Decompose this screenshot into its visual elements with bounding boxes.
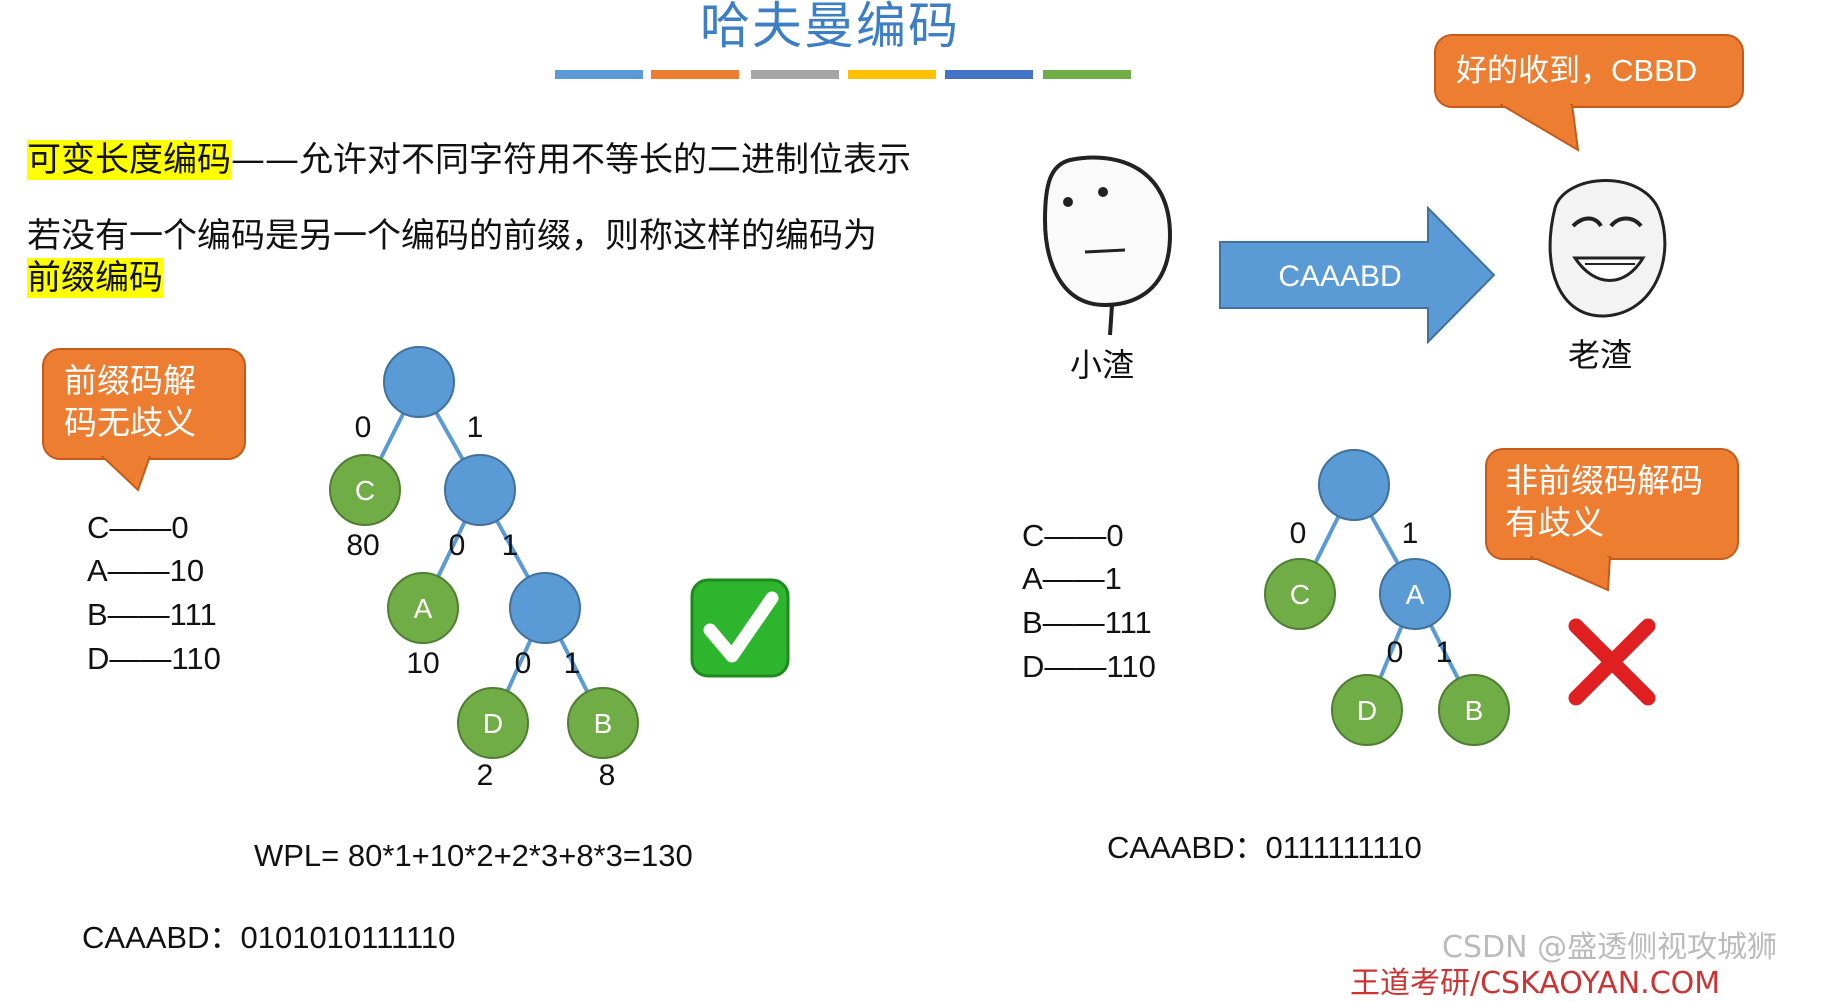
weight-label: 10 bbox=[406, 647, 439, 680]
arrow-text: CAAABD bbox=[1278, 260, 1401, 293]
tree-nodes bbox=[329, 346, 639, 759]
code-row: D——110 bbox=[1022, 649, 1156, 684]
leaf-node-d bbox=[1331, 674, 1403, 746]
left-huffman-tree: C A D B 0 1 0 1 0 1 80 10 2 8 bbox=[329, 346, 639, 792]
weight-label: 80 bbox=[346, 529, 379, 562]
weight-label: 8 bbox=[599, 759, 616, 792]
code-row: A——1 bbox=[1022, 561, 1122, 596]
edge-label: 0 bbox=[1290, 517, 1307, 550]
laughing-face-icon bbox=[1548, 179, 1667, 318]
edge-label: 1 bbox=[502, 529, 519, 562]
node-label: D bbox=[1357, 695, 1377, 726]
node-label: A bbox=[414, 593, 433, 624]
edge-label: 1 bbox=[467, 411, 484, 444]
color-bar bbox=[651, 70, 739, 79]
code-row: C——0 bbox=[87, 510, 189, 545]
leaf-node-a bbox=[387, 572, 459, 644]
edge-label: 1 bbox=[1436, 636, 1453, 669]
color-bar bbox=[751, 70, 839, 79]
code-row: B——111 bbox=[87, 597, 217, 632]
node-label: C bbox=[355, 475, 375, 506]
color-bar bbox=[555, 70, 643, 79]
non-prefix-callout: 非前缀码解码有歧义 bbox=[1485, 448, 1739, 560]
leaf-node-b bbox=[567, 687, 639, 759]
tree-root-node bbox=[1318, 449, 1390, 521]
edge-label: 0 bbox=[1387, 636, 1404, 669]
left-encoded-string: CAAABD：0101010111110 bbox=[82, 920, 456, 955]
wpl-formula: WPL= 80*1+10*2+2*3+8*3=130 bbox=[254, 838, 693, 873]
cross-mark-icon bbox=[1568, 618, 1656, 706]
node-label: B bbox=[1465, 695, 1484, 726]
leaf-node-d bbox=[457, 687, 529, 759]
node-label: A bbox=[1406, 579, 1425, 610]
footer-site: 王道考研/CSKAOYAN.COM bbox=[1350, 966, 1721, 1001]
color-bar bbox=[848, 70, 936, 79]
edge-label: 1 bbox=[1402, 517, 1419, 550]
leaf-node-c bbox=[329, 454, 401, 526]
callout-tail bbox=[1500, 104, 1580, 152]
node-label: C bbox=[1290, 579, 1310, 610]
code-row: C——0 bbox=[1022, 518, 1124, 553]
person-left-label: 小渣 bbox=[1070, 346, 1135, 384]
csdn-watermark: CSDN @盛透侧视攻城狮 bbox=[1442, 930, 1778, 965]
prefix-code-term: 前缀编码 bbox=[27, 258, 163, 298]
prefix-callout: 前缀码解码无歧义 bbox=[42, 348, 246, 460]
color-bar bbox=[945, 70, 1033, 79]
code-row: B——111 bbox=[1022, 605, 1152, 640]
right-code-tree: C A D B 0 1 0 1 bbox=[1264, 449, 1510, 746]
weight-label: 2 bbox=[477, 759, 494, 792]
prefix-definition-text: 若没有一个编码是另一个编码的前缀，则称这样的编码为 bbox=[27, 216, 877, 256]
edge-label: 1 bbox=[564, 647, 581, 680]
definition-line: 可变长度编码——允许对不同字符用不等长的二进制位表示 bbox=[27, 132, 911, 181]
code-row: D——110 bbox=[87, 641, 221, 676]
internal-node bbox=[509, 572, 581, 644]
definition-text: ——允许对不同字符用不等长的二进制位表示 bbox=[231, 140, 911, 180]
node-label: B bbox=[594, 708, 613, 739]
right-encoded-string: CAAABD：0111111110 bbox=[1107, 830, 1422, 865]
code-row: A——10 bbox=[87, 553, 205, 588]
callout-tail bbox=[1530, 556, 1612, 592]
edge-label: 0 bbox=[355, 411, 372, 444]
tree-root-node bbox=[383, 346, 455, 418]
leaf-node-b bbox=[1438, 674, 1510, 746]
page-title: 哈夫曼编码 bbox=[700, 0, 960, 55]
reply-callout: 好的收到，CBBD bbox=[1434, 34, 1744, 108]
callout-tail bbox=[100, 456, 152, 492]
node-a bbox=[1379, 558, 1451, 630]
message-arrow: CAAABD bbox=[1219, 206, 1496, 344]
leaf-node-c bbox=[1264, 558, 1336, 630]
variable-length-code-term: 可变长度编码 bbox=[27, 140, 231, 180]
edge-label: 0 bbox=[515, 647, 532, 680]
person-right-label: 老渣 bbox=[1568, 336, 1633, 374]
check-mark-icon bbox=[690, 578, 790, 678]
color-bar bbox=[1043, 70, 1131, 79]
edge-label: 0 bbox=[449, 529, 466, 562]
sad-face-icon bbox=[1042, 155, 1173, 336]
node-label: D bbox=[483, 708, 503, 739]
internal-node bbox=[444, 454, 516, 526]
